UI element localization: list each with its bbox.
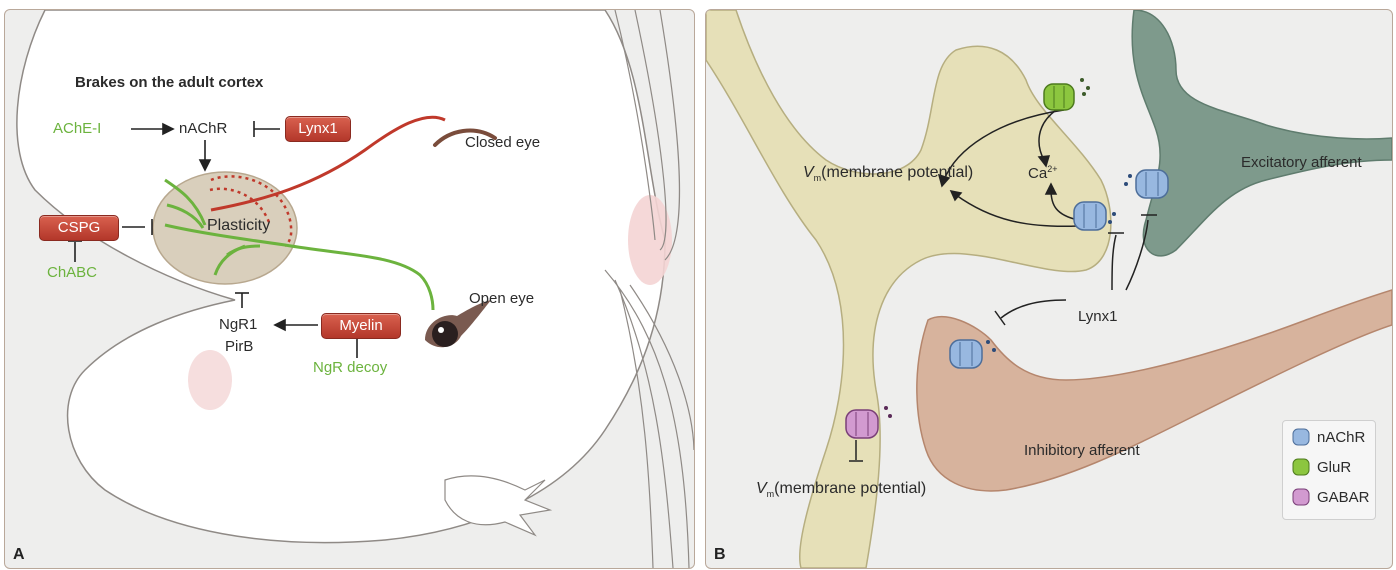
open-eye-label: Open eye [469, 290, 534, 307]
excitatory-afferent [1132, 10, 1392, 256]
nachr-receptor-icon [1291, 427, 1311, 447]
glur-receptor-icon [1291, 457, 1311, 477]
ngr1-label: NgR1 [219, 316, 257, 333]
panel-b-letter: B [714, 546, 726, 564]
lynx1-box: Lynx1 [285, 116, 351, 142]
calcium-label: Ca2+ [1028, 164, 1057, 182]
receptor-legend: nAChR GluR GABAR [1282, 420, 1376, 520]
myelin-box: Myelin [321, 313, 401, 339]
mouse-illustration [5, 10, 694, 568]
ngr-decoy-label: NgR decoy [313, 359, 387, 376]
gabar-receptor-icon [846, 406, 892, 438]
pirb-label: PirB [225, 338, 253, 355]
chabc-label: ChABC [47, 264, 97, 281]
inhibitory-afferent-label: Inhibitory afferent [1024, 442, 1140, 459]
panel-a-letter: A [13, 546, 25, 564]
excitatory-afferent-label: Excitatory afferent [1241, 154, 1362, 171]
mouse-ear [188, 350, 232, 410]
panel-b: Vm(membrane potential) Ca2+ Excitatory a… [705, 9, 1393, 569]
nachr-label: nAChR [179, 120, 227, 137]
plasticity-label: Plasticity [207, 217, 270, 235]
glur-receptor-icon [1044, 78, 1090, 110]
panel-a: Brakes on the adult cortex AChE-I nAChR … [4, 9, 695, 569]
closed-eye-label: Closed eye [465, 134, 540, 151]
cspg-box: CSPG [39, 215, 119, 241]
lynx1-label: Lynx1 [1078, 308, 1117, 325]
nachr-receptor-icon [1124, 170, 1168, 198]
panel-a-title: Brakes on the adult cortex [75, 74, 263, 91]
ache-i-label: AChE-I [53, 120, 101, 137]
gabar-receptor-icon [1291, 487, 1311, 507]
vm-upper-label: Vm(membrane potential) [803, 164, 973, 183]
vm-lower-label: Vm(membrane potential) [756, 480, 926, 499]
